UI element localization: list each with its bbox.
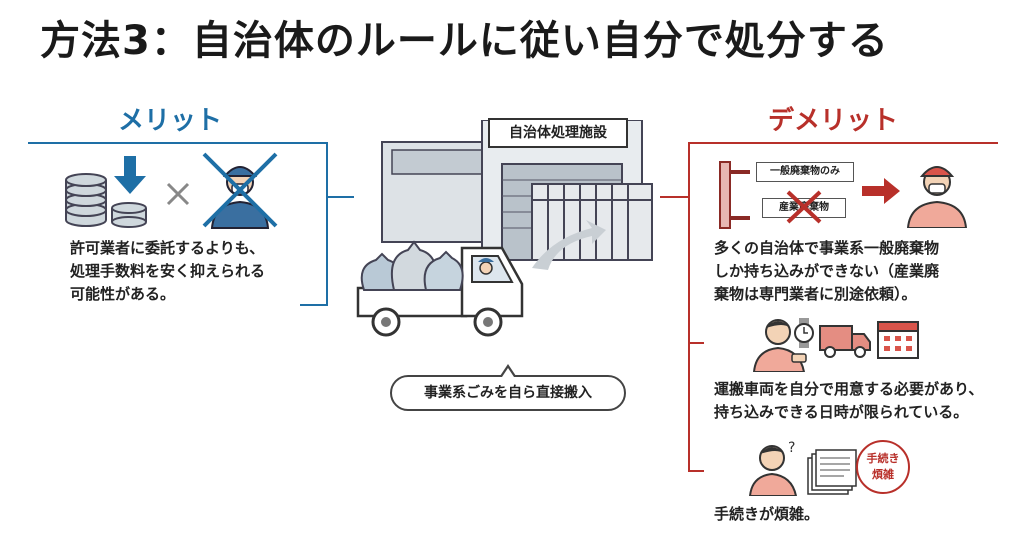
demerit-text-3: 手続きが煩雑。 [714,505,820,523]
truck-small-icon [819,325,871,358]
sign-general-waste: 一般廃棄物のみ [756,162,854,182]
merit-connector [326,196,354,198]
documents-icon [807,449,857,495]
person-icon [752,319,807,372]
demerit-bracket [688,142,690,472]
calendar-icon [877,321,919,359]
caption-pointer-inner [502,368,514,377]
merit-heading: メリット [118,106,223,136]
complex-stamp: 手続き 煩雑 [856,440,910,494]
demerit-heading: デメリット [768,106,899,136]
thinking-person-icon: ? [748,440,798,496]
merit-divider [28,142,328,144]
cross-icon [786,190,822,224]
facility-label: 自治体処理施設 [488,118,628,148]
demerit-text-1: 多くの自治体で事業系一般廃棄物 しか持ち込みができない（産業廃 棄物は専門業者に… [714,239,940,303]
demerit-connector [660,196,690,198]
merit-text: 許可業者に委託するよりも、 処理手数料を安く抑えられる 可能性がある。 [70,239,266,303]
truck-icon [356,246,524,337]
gate-icon [719,161,750,229]
center-caption: 事業系ごみを自ら直接搬入 [390,375,626,411]
coins-icon [65,173,107,227]
merit-bracket-foot [300,304,328,306]
times-icon [166,182,190,206]
right-arrow-icon [862,178,900,204]
demerit-text-2: 運搬車両を自分で用意する必要があり、 持ち込みできる日時が限られている。 [714,380,984,421]
worker-icon [906,166,968,228]
trash-bags-icon [360,240,464,291]
demerit-divider [688,142,998,144]
down-arrow-icon [111,156,147,228]
demerit-tick-3 [688,470,704,472]
svg-text:?: ? [788,440,795,456]
worker-crossed-icon [202,152,278,229]
demerit-tick-2 [688,342,704,344]
watch-icon [794,318,814,348]
merit-bracket [326,142,328,306]
page-title: 方法3：自治体のルールに従い自分で処分する [40,18,889,64]
